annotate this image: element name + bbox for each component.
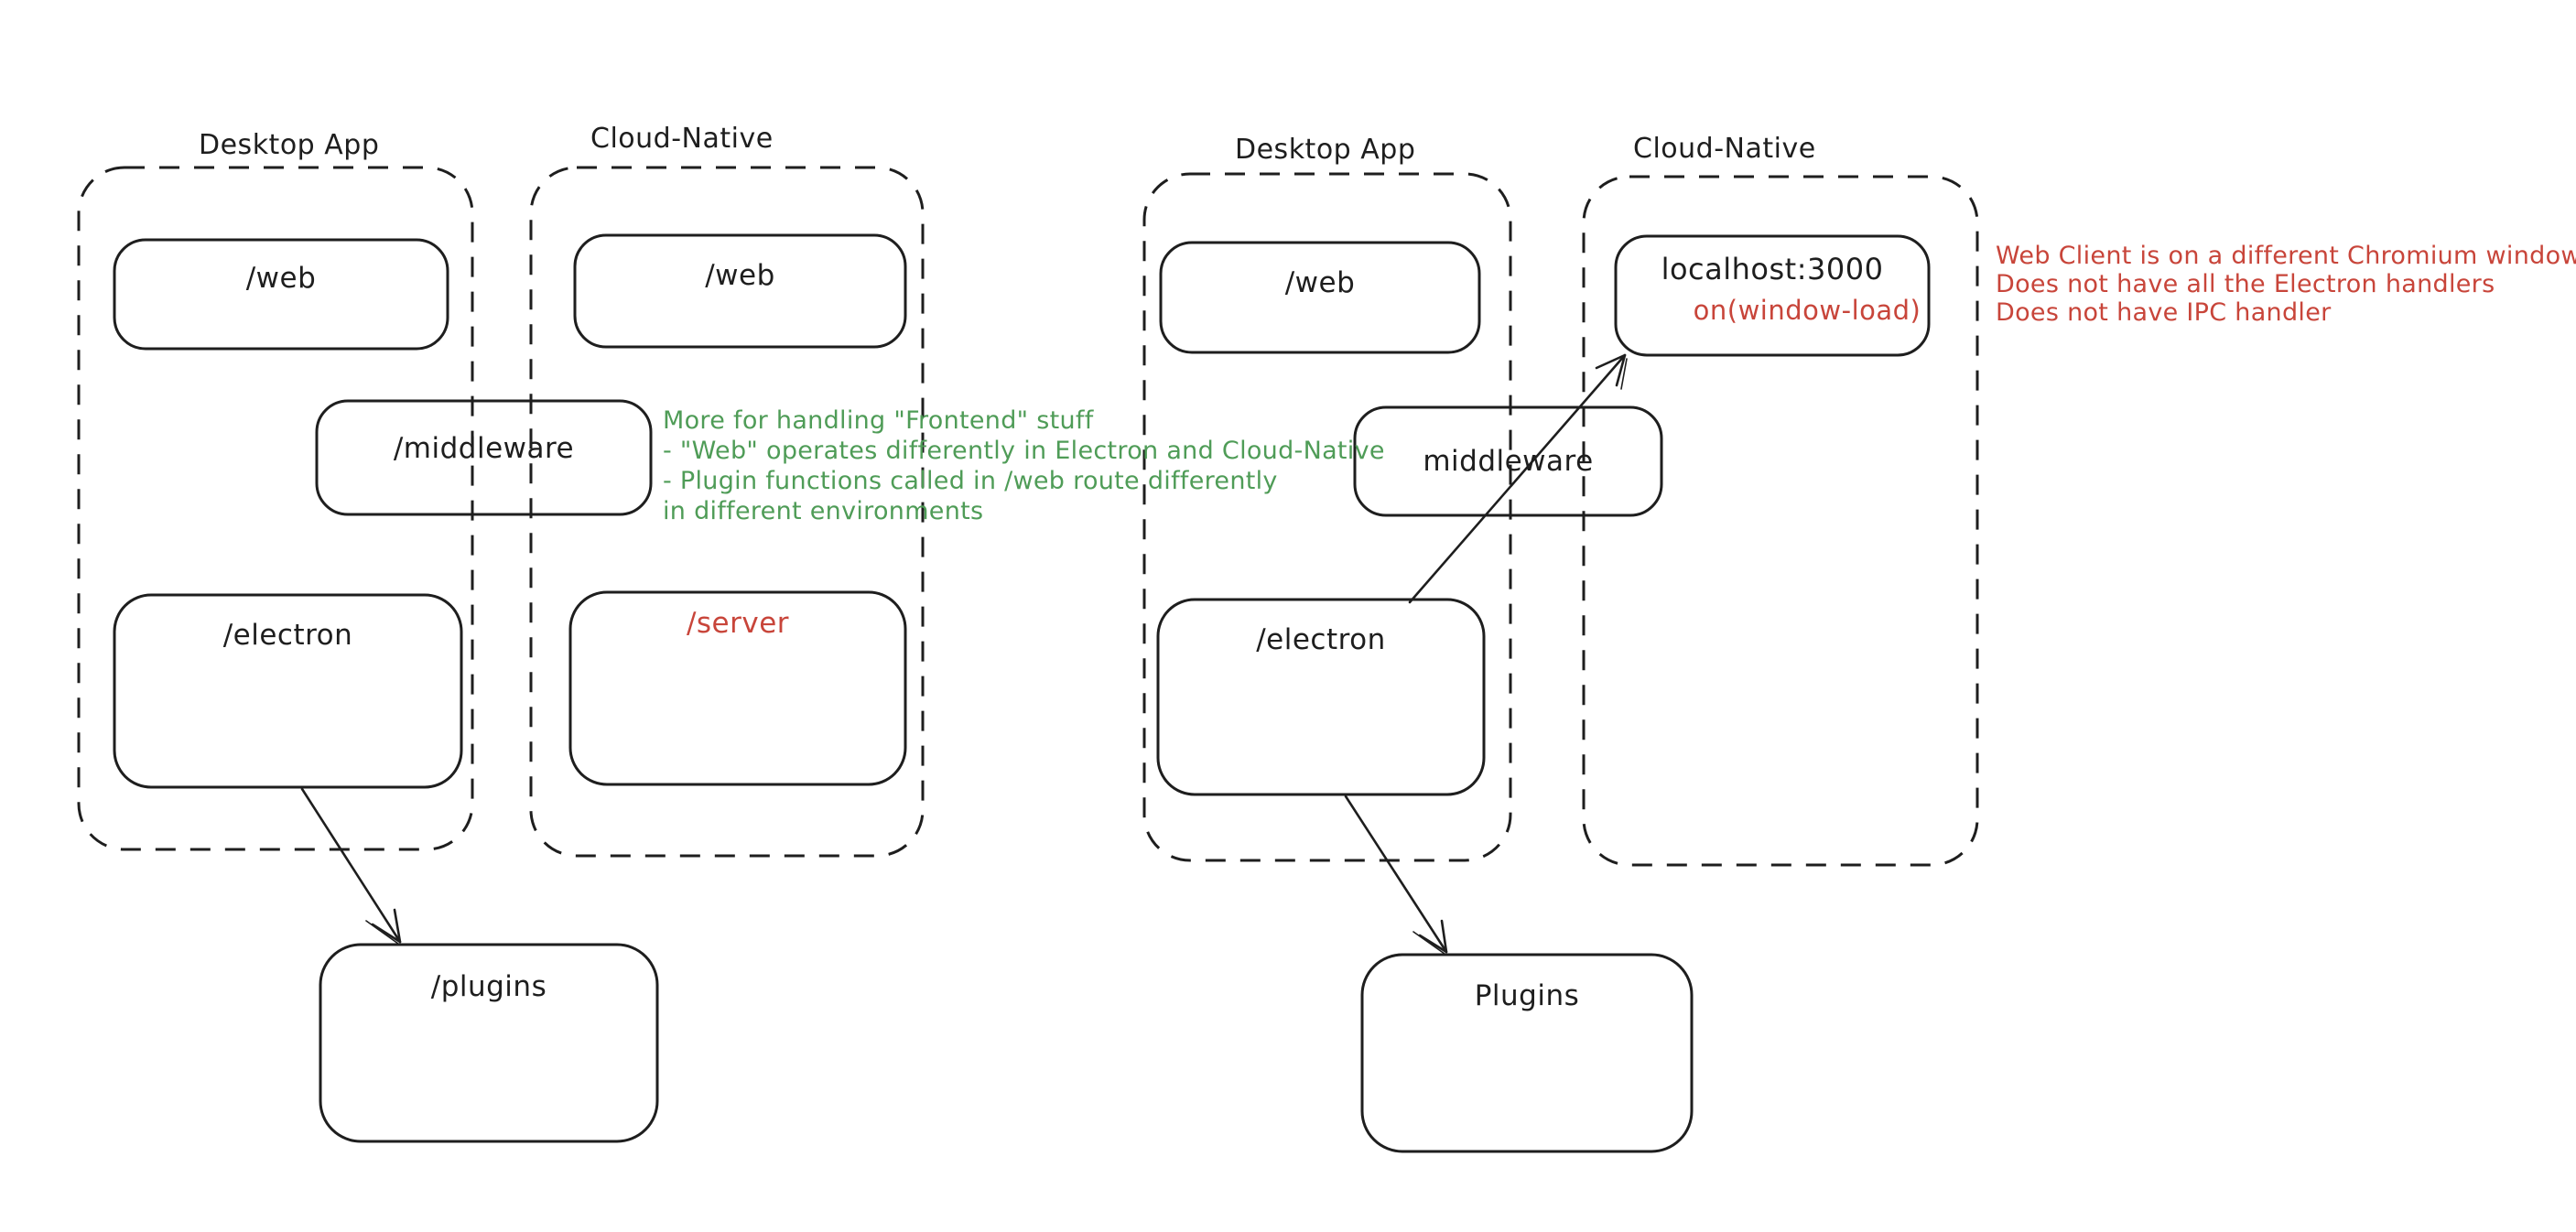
left-cloud-web-box [573,233,907,349]
right-plugins-box [1360,953,1694,1153]
left-plugins-box-label: /plugins [430,970,547,1003]
annotation-line: More for handling "Frontend" stuff [663,406,1094,435]
annotation-line: - "Web" operates differently in Electron… [663,437,1385,465]
left-cloud-native-label: Cloud-Native [590,123,774,155]
right-middleware-box [1353,405,1663,517]
annotation-line: Does not have IPC handler [1996,298,2332,327]
left-cloud-native-container [529,166,925,858]
right-cloud-native-label: Cloud-Native [1633,133,1816,165]
left-middleware-box [315,399,653,516]
left-desktop-app-label: Desktop App [199,129,380,161]
right-cloud-native-container [1582,175,1979,867]
right-electron-to-localhost-arrow [1408,353,1628,604]
left-web-box [113,238,449,351]
left-cloud-web-box-label: /web [705,259,775,292]
left-green-annotation: More for handling "Frontend" stuff - "We… [663,405,1385,526]
annotation-line: - Plugin functions called in /web route … [663,467,1278,495]
left-electron-box-label: /electron [222,619,353,652]
annotation-line: Does not have all the Electron handlers [1996,270,2495,298]
left-middleware-box-label: /middleware [393,432,575,465]
left-web-box-label: /web [245,262,317,295]
left-desktop-app-container [77,166,474,851]
right-plugins-box-label: Plugins [1474,979,1580,1012]
annotation-line: in different environments [663,497,984,525]
left-electron-to-plugins-arrow [300,787,402,945]
right-desktop-app-container [1142,172,1512,862]
right-web-box-label: /web [1284,266,1356,299]
left-server-box [568,590,907,786]
annotation-line: Web Client is on a different Chromium wi… [1996,242,2576,270]
right-window-load-label: on(window-load) [1693,295,1921,326]
left-server-box-label: /server [686,607,790,640]
right-localhost-box-label: localhost:3000 [1661,252,1884,286]
right-electron-to-plugins-arrow [1344,794,1448,955]
right-desktop-app-label: Desktop App [1235,134,1416,166]
right-localhost-box [1614,234,1931,357]
right-middleware-box-label: middleware [1423,445,1594,478]
right-web-box [1159,241,1481,354]
right-red-annotation: Web Client is on a different Chromium wi… [1996,242,2576,327]
left-electron-box [113,593,463,789]
right-electron-box-label: /electron [1256,623,1386,656]
right-electron-box [1156,598,1486,796]
left-plugins-box [319,943,659,1143]
